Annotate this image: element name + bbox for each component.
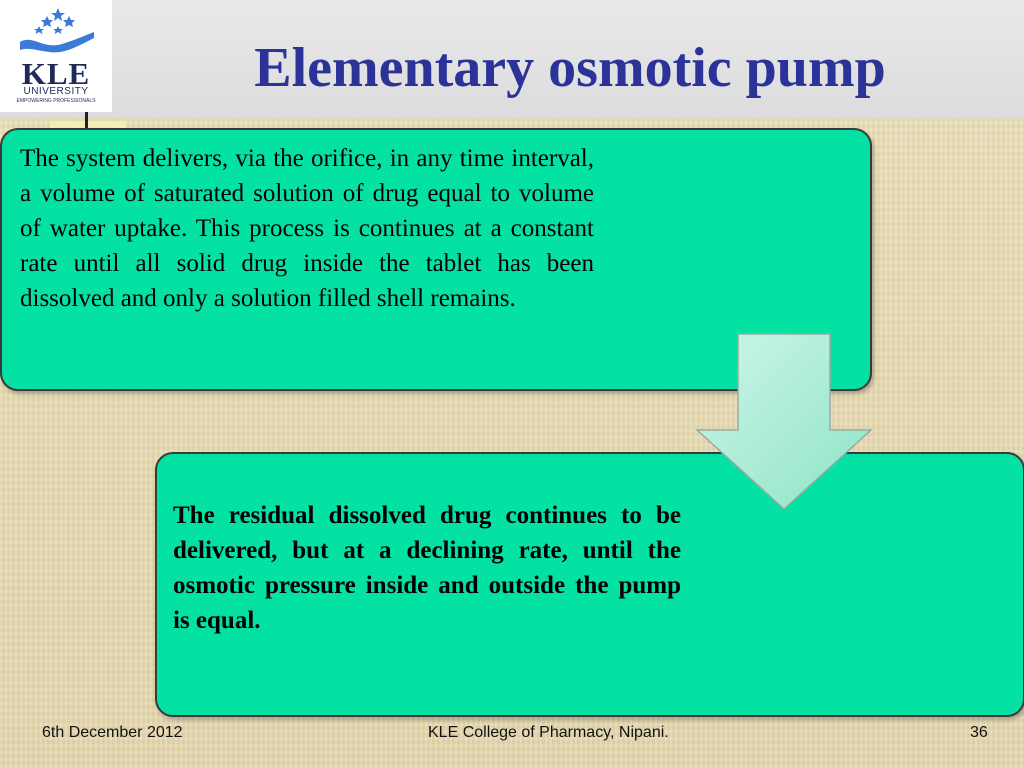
down-arrow-icon	[695, 333, 873, 511]
slide-title: Elementary osmotic pump	[254, 37, 886, 99]
footer-organization: KLE College of Pharmacy, Nipani.	[428, 724, 669, 741]
connector-line	[85, 112, 88, 136]
connector-tab	[50, 121, 126, 131]
logo-sub-text: UNIVERSITY	[23, 86, 89, 97]
hand-with-stars-icon	[20, 8, 94, 53]
process-text-2: The residual dissolved drug continues to…	[173, 502, 681, 634]
kle-logo: KLE UNIVERSITY EMPOWERING PROFESSIONALS	[0, 0, 112, 112]
logo-tagline: EMPOWERING PROFESSIONALS	[16, 98, 96, 104]
process-box-2	[155, 452, 1024, 717]
header-band	[0, 0, 1024, 118]
process-box-1	[0, 128, 872, 391]
footer-date: 6th December 2012	[42, 724, 183, 741]
process-text-1: The system delivers, via the orifice, in…	[20, 145, 594, 312]
footer-page-number: 36	[970, 724, 988, 741]
logo-main-text: KLE	[21, 56, 91, 91]
